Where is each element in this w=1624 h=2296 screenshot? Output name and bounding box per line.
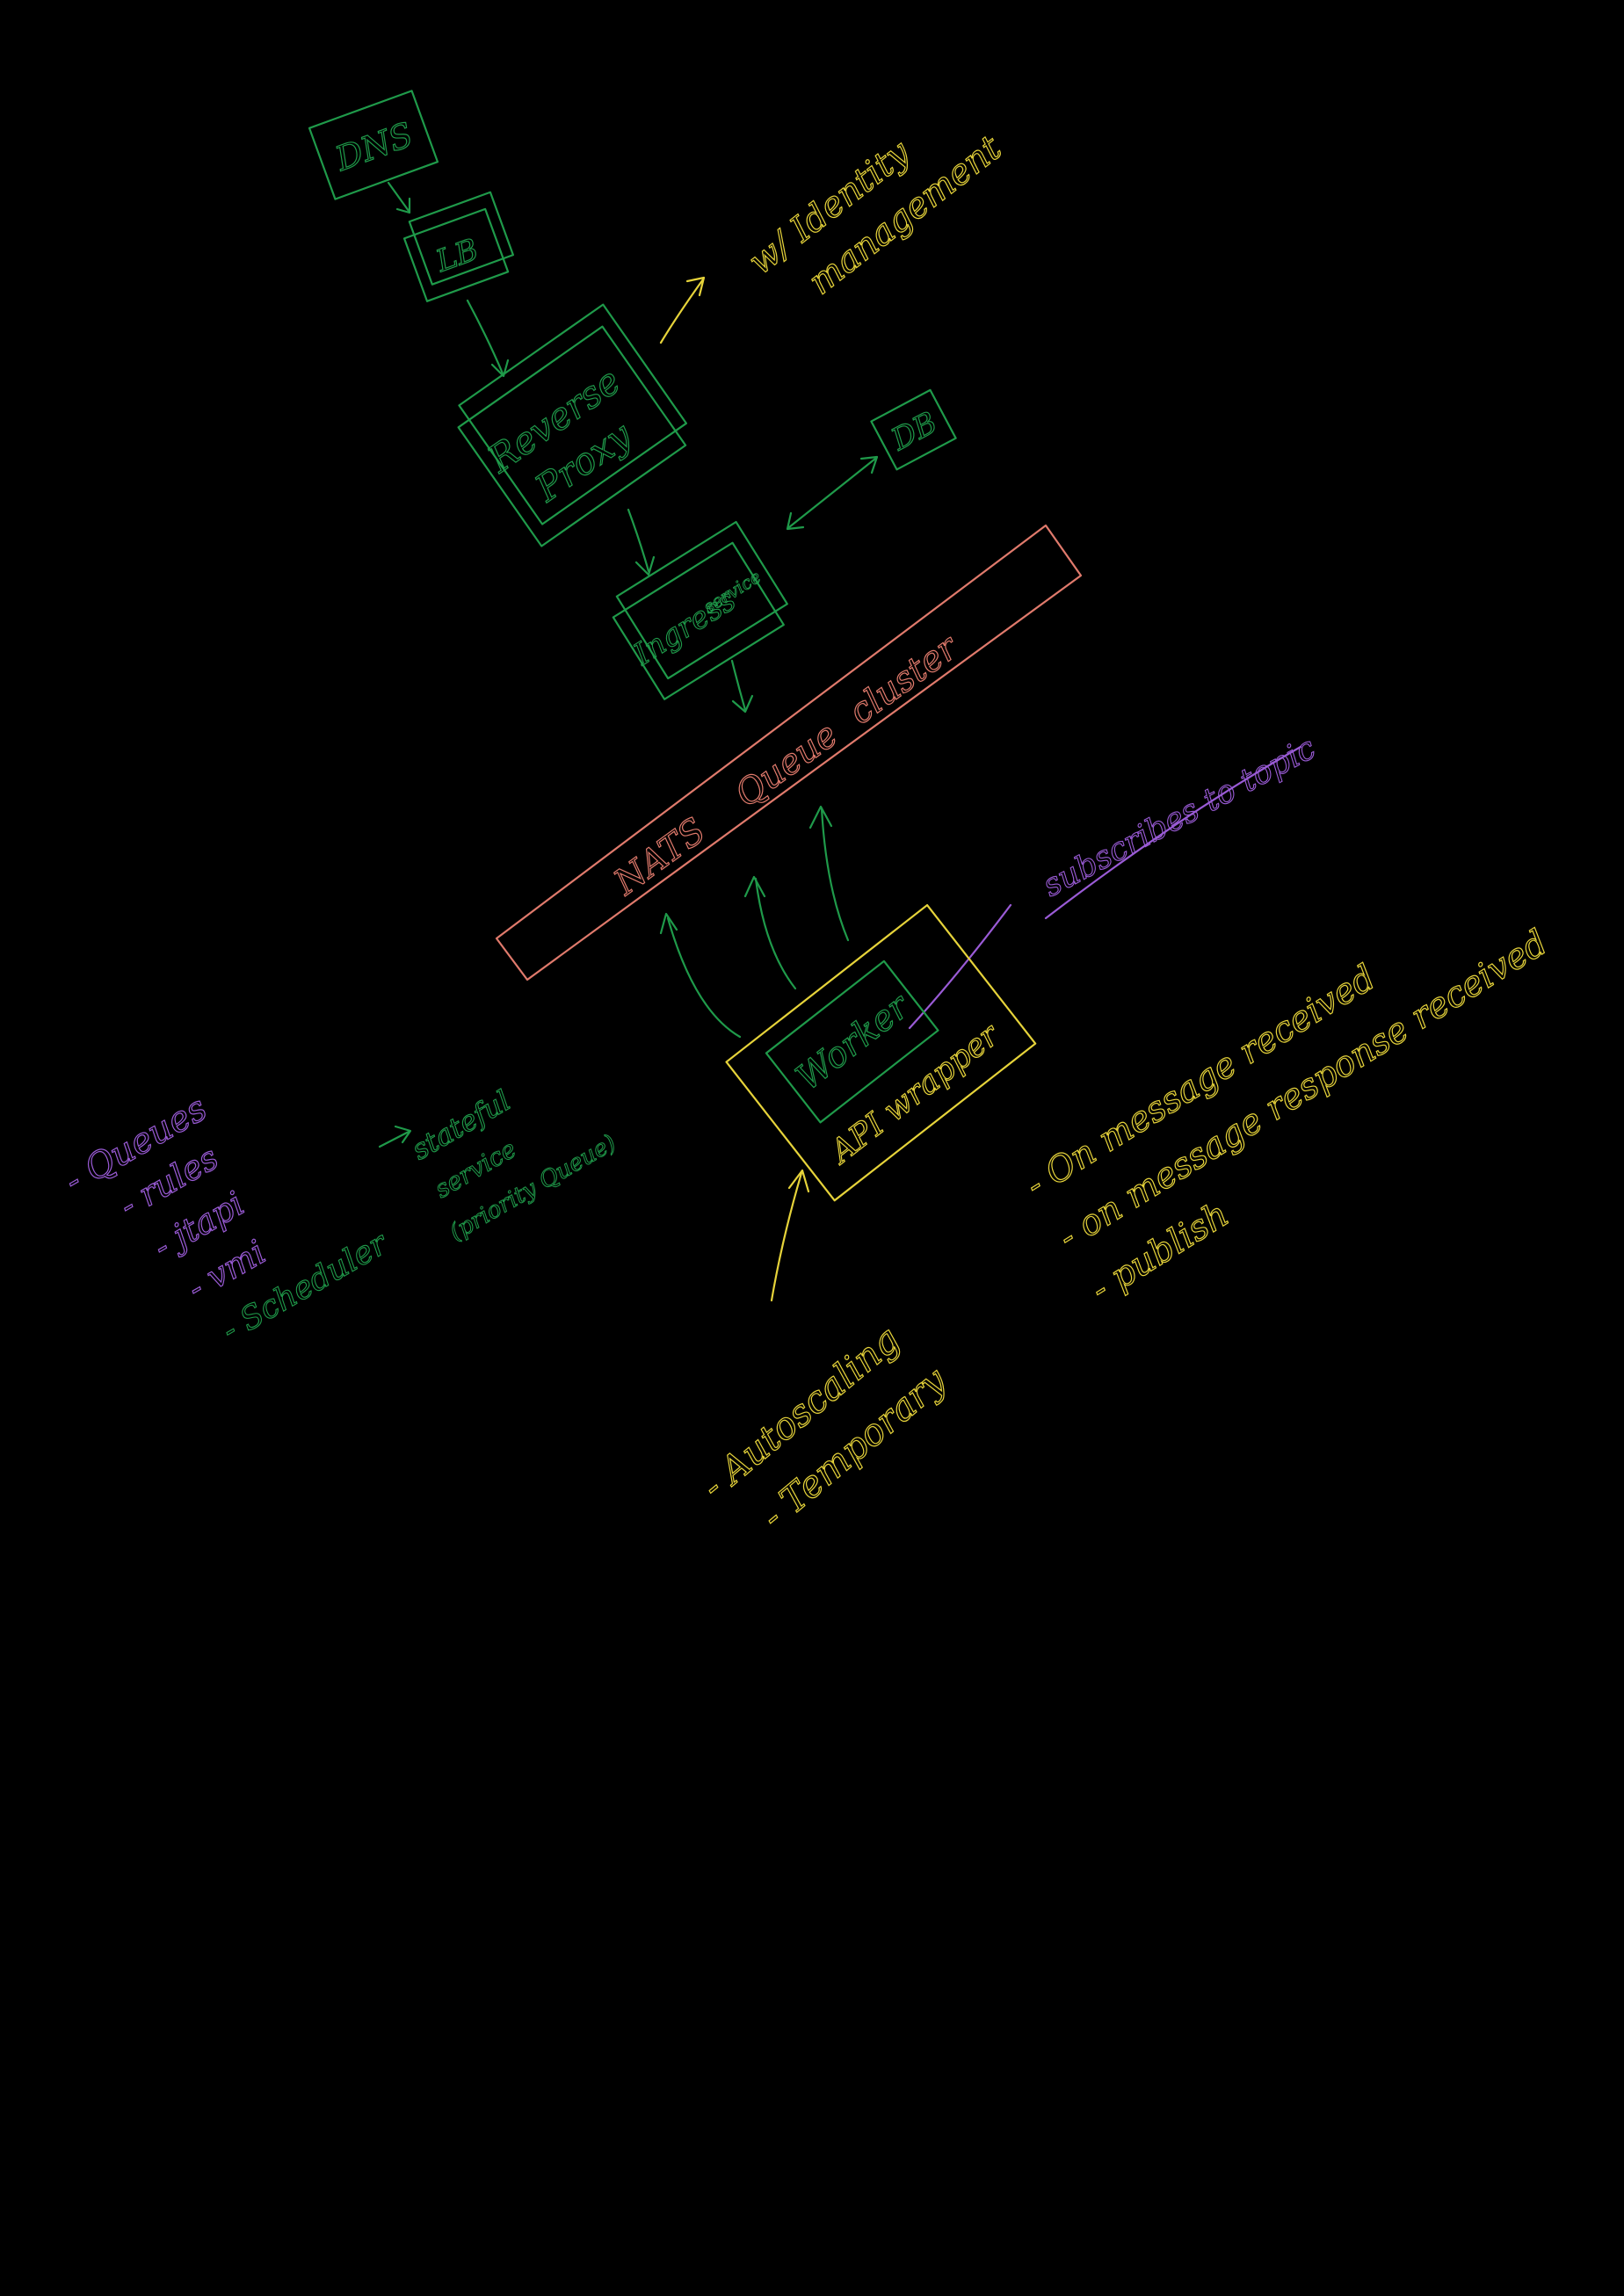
autoscaling-annotation: - Autoscaling - Temporary bbox=[692, 1169, 955, 1538]
lb-label: LB bbox=[431, 232, 482, 279]
ingress-node: Ingress service bbox=[612, 520, 788, 700]
ingress-box-back bbox=[615, 520, 788, 680]
stateful-text-3: (priority Queue) bbox=[446, 1130, 621, 1247]
subscribes-connector bbox=[908, 903, 1012, 1030]
worker-to-queue-arrow-3 bbox=[820, 807, 850, 942]
subscribes-underline bbox=[1044, 745, 1302, 920]
dns-node: DNS bbox=[308, 90, 439, 200]
dns-box bbox=[308, 90, 439, 200]
proxy-box-back bbox=[458, 303, 688, 525]
db-box bbox=[870, 388, 957, 471]
autoscaling-arrow bbox=[770, 1171, 803, 1302]
arrow-ingress-db bbox=[786, 455, 879, 531]
ingress-box bbox=[612, 541, 785, 700]
worker-queue-arrows bbox=[659, 805, 850, 1039]
event-item-2: - on message response received bbox=[1051, 923, 1555, 1258]
subscribes-text: subscribes to topic bbox=[1037, 730, 1322, 904]
arrow-proxy-to-ingress bbox=[627, 508, 656, 576]
arrow-lb-to-proxy bbox=[466, 299, 510, 378]
worker-to-queue-arrow-1 bbox=[666, 916, 742, 1039]
db-node: DB bbox=[870, 388, 957, 471]
lb-box bbox=[402, 207, 510, 302]
lb-box-back bbox=[408, 191, 515, 286]
stateful-annotation: stateful service (priority Queue) bbox=[378, 1083, 621, 1247]
worker-to-queue-arrow-2 bbox=[754, 877, 797, 990]
worker-box bbox=[765, 960, 939, 1124]
scheduler-arrow bbox=[378, 1130, 410, 1148]
api-wrapper-box bbox=[725, 903, 1037, 1202]
queue-word-1: NATS bbox=[606, 810, 714, 903]
reverse-proxy-node: Reverse Proxy bbox=[457, 303, 688, 547]
dns-label: DNS bbox=[330, 115, 417, 178]
identity-annotation: w/ Identity management bbox=[659, 127, 1010, 344]
arrow-ingress-to-queue bbox=[730, 659, 754, 713]
queues-list: - Queues - rules - jtapi - vmi - Schedul… bbox=[57, 1088, 395, 1350]
worker-label: Worker bbox=[789, 985, 919, 1099]
arrow-dns-to-lb bbox=[387, 181, 411, 214]
lb-node: LB bbox=[402, 191, 515, 302]
subscribes-annotation: subscribes to topic bbox=[908, 729, 1322, 1030]
nats-queue-cluster: NATS Queue cluster bbox=[495, 524, 1083, 981]
queue-word-3: cluster bbox=[842, 626, 968, 732]
queue-word-2: Queue bbox=[728, 714, 845, 815]
proxy-box bbox=[457, 325, 687, 547]
queue-bar bbox=[495, 524, 1083, 981]
event-list: - On message received - on message respo… bbox=[1019, 922, 1555, 1310]
identity-arrow bbox=[659, 278, 705, 344]
